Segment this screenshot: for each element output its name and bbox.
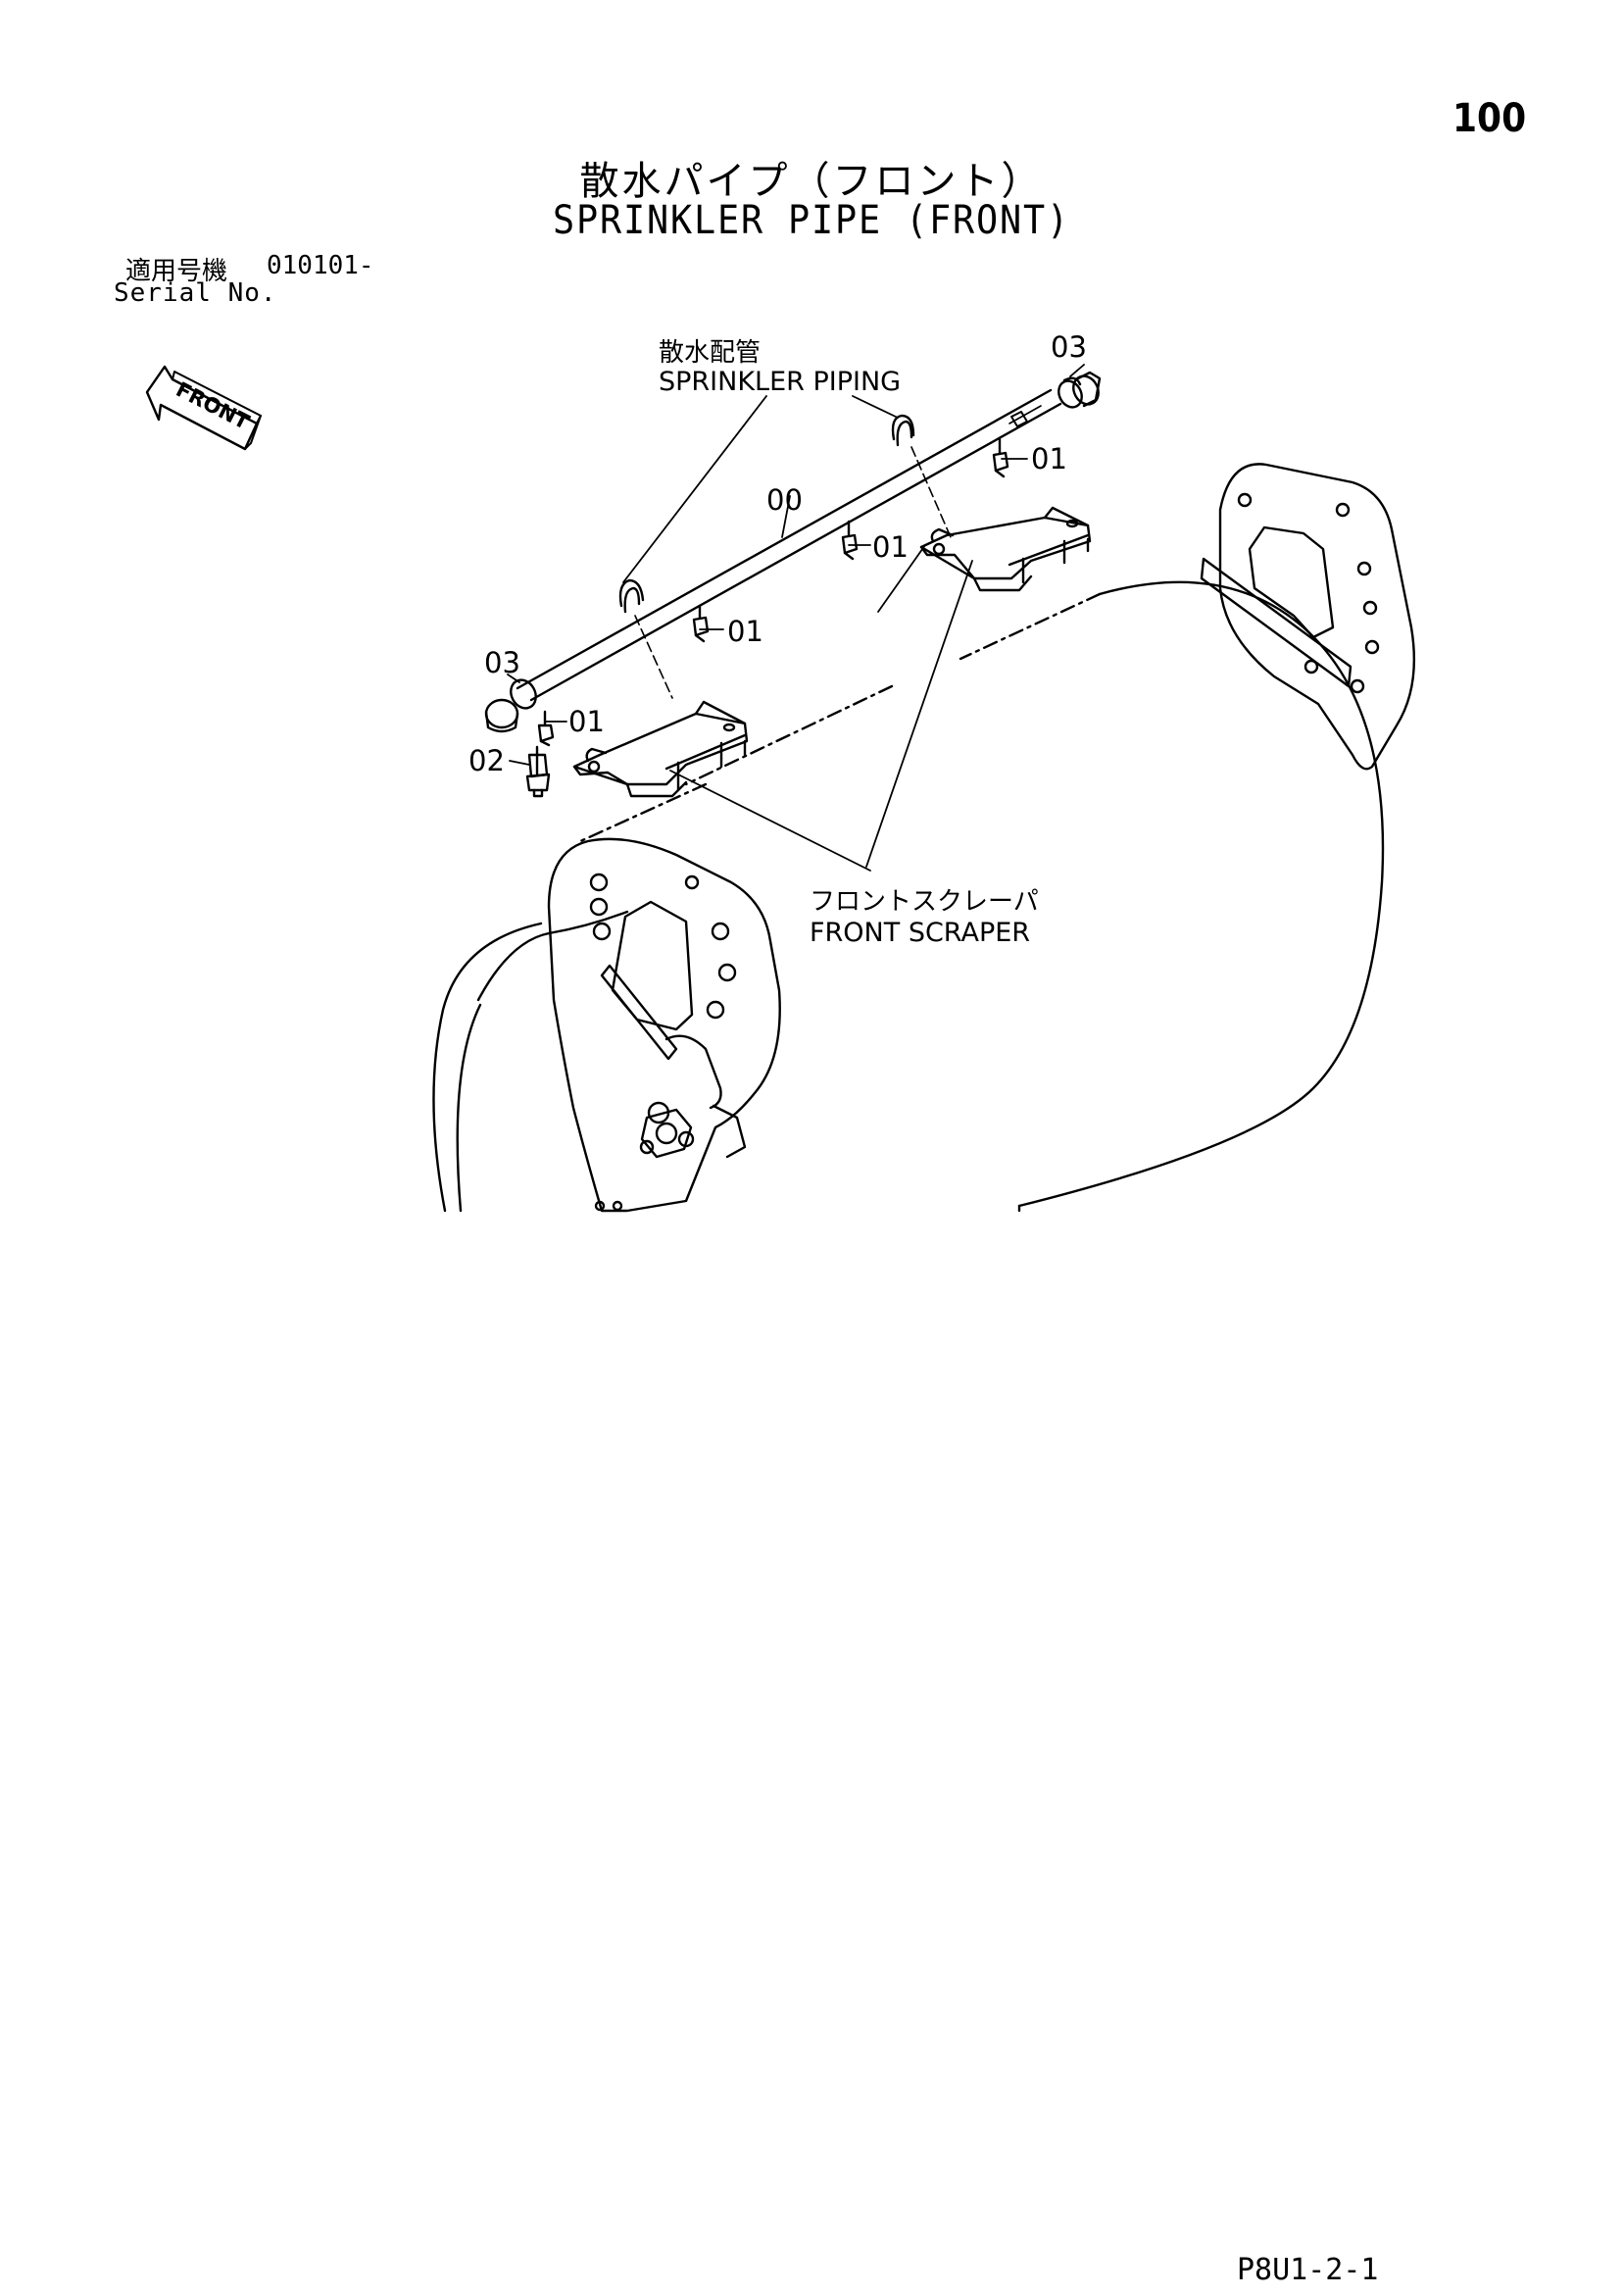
right-side-plate xyxy=(1200,463,1416,771)
callout-piping-japanese: 散水配管 xyxy=(659,338,761,368)
part-number-00: 00 xyxy=(766,483,803,517)
part-number-03-right: 03 xyxy=(1051,330,1087,364)
nozzle-left xyxy=(537,710,555,747)
valve xyxy=(525,745,551,798)
assembly-lines xyxy=(634,446,952,699)
serial-label-japanese: 適用号機 xyxy=(125,257,228,286)
pipe-cap-right xyxy=(1057,371,1102,409)
part-number-03-left: 03 xyxy=(484,646,520,679)
pipe-cap-left xyxy=(484,678,537,733)
footer-code: P8U1-2-1 xyxy=(1237,2253,1379,2287)
part-number-01-right: 01 xyxy=(1031,442,1067,475)
page-number: 100 xyxy=(1452,96,1527,141)
nozzle-mid-left xyxy=(692,604,710,643)
pipe-clamp-left xyxy=(618,578,645,614)
front-scraper-right xyxy=(919,506,1092,592)
front-arrow-icon: FRONT xyxy=(145,365,262,451)
part-number-02: 02 xyxy=(468,744,505,777)
exploded-parts-diagram: FRONT xyxy=(145,330,1416,1213)
callout-scraper-english: FRONT SCRAPER xyxy=(810,918,1030,948)
nozzle-mid-right xyxy=(841,520,859,561)
part-number-01-mid-left: 01 xyxy=(727,615,763,648)
front-scraper-left xyxy=(572,700,749,798)
sprinkler-pipe xyxy=(516,388,1062,702)
nozzle-right xyxy=(992,437,1009,478)
part-number-01-left: 01 xyxy=(568,705,605,738)
leader-lines xyxy=(507,364,1085,872)
part-number-01-mid-right: 01 xyxy=(872,530,909,564)
title-english: SPRINKLER PIPE (FRONT) xyxy=(553,198,1070,243)
pipe-clamp-right xyxy=(891,414,915,447)
callout-scraper-japanese: フロントスクレーパ xyxy=(810,887,1039,917)
serial-value: 010101- xyxy=(267,251,374,280)
serial-label-english: Serial No. xyxy=(114,278,277,308)
callout-piping-english: SPRINKLER PIPING xyxy=(659,367,901,397)
title-japanese: 散水パイプ（フロント） xyxy=(579,159,1044,204)
left-side-plate xyxy=(547,837,781,1213)
